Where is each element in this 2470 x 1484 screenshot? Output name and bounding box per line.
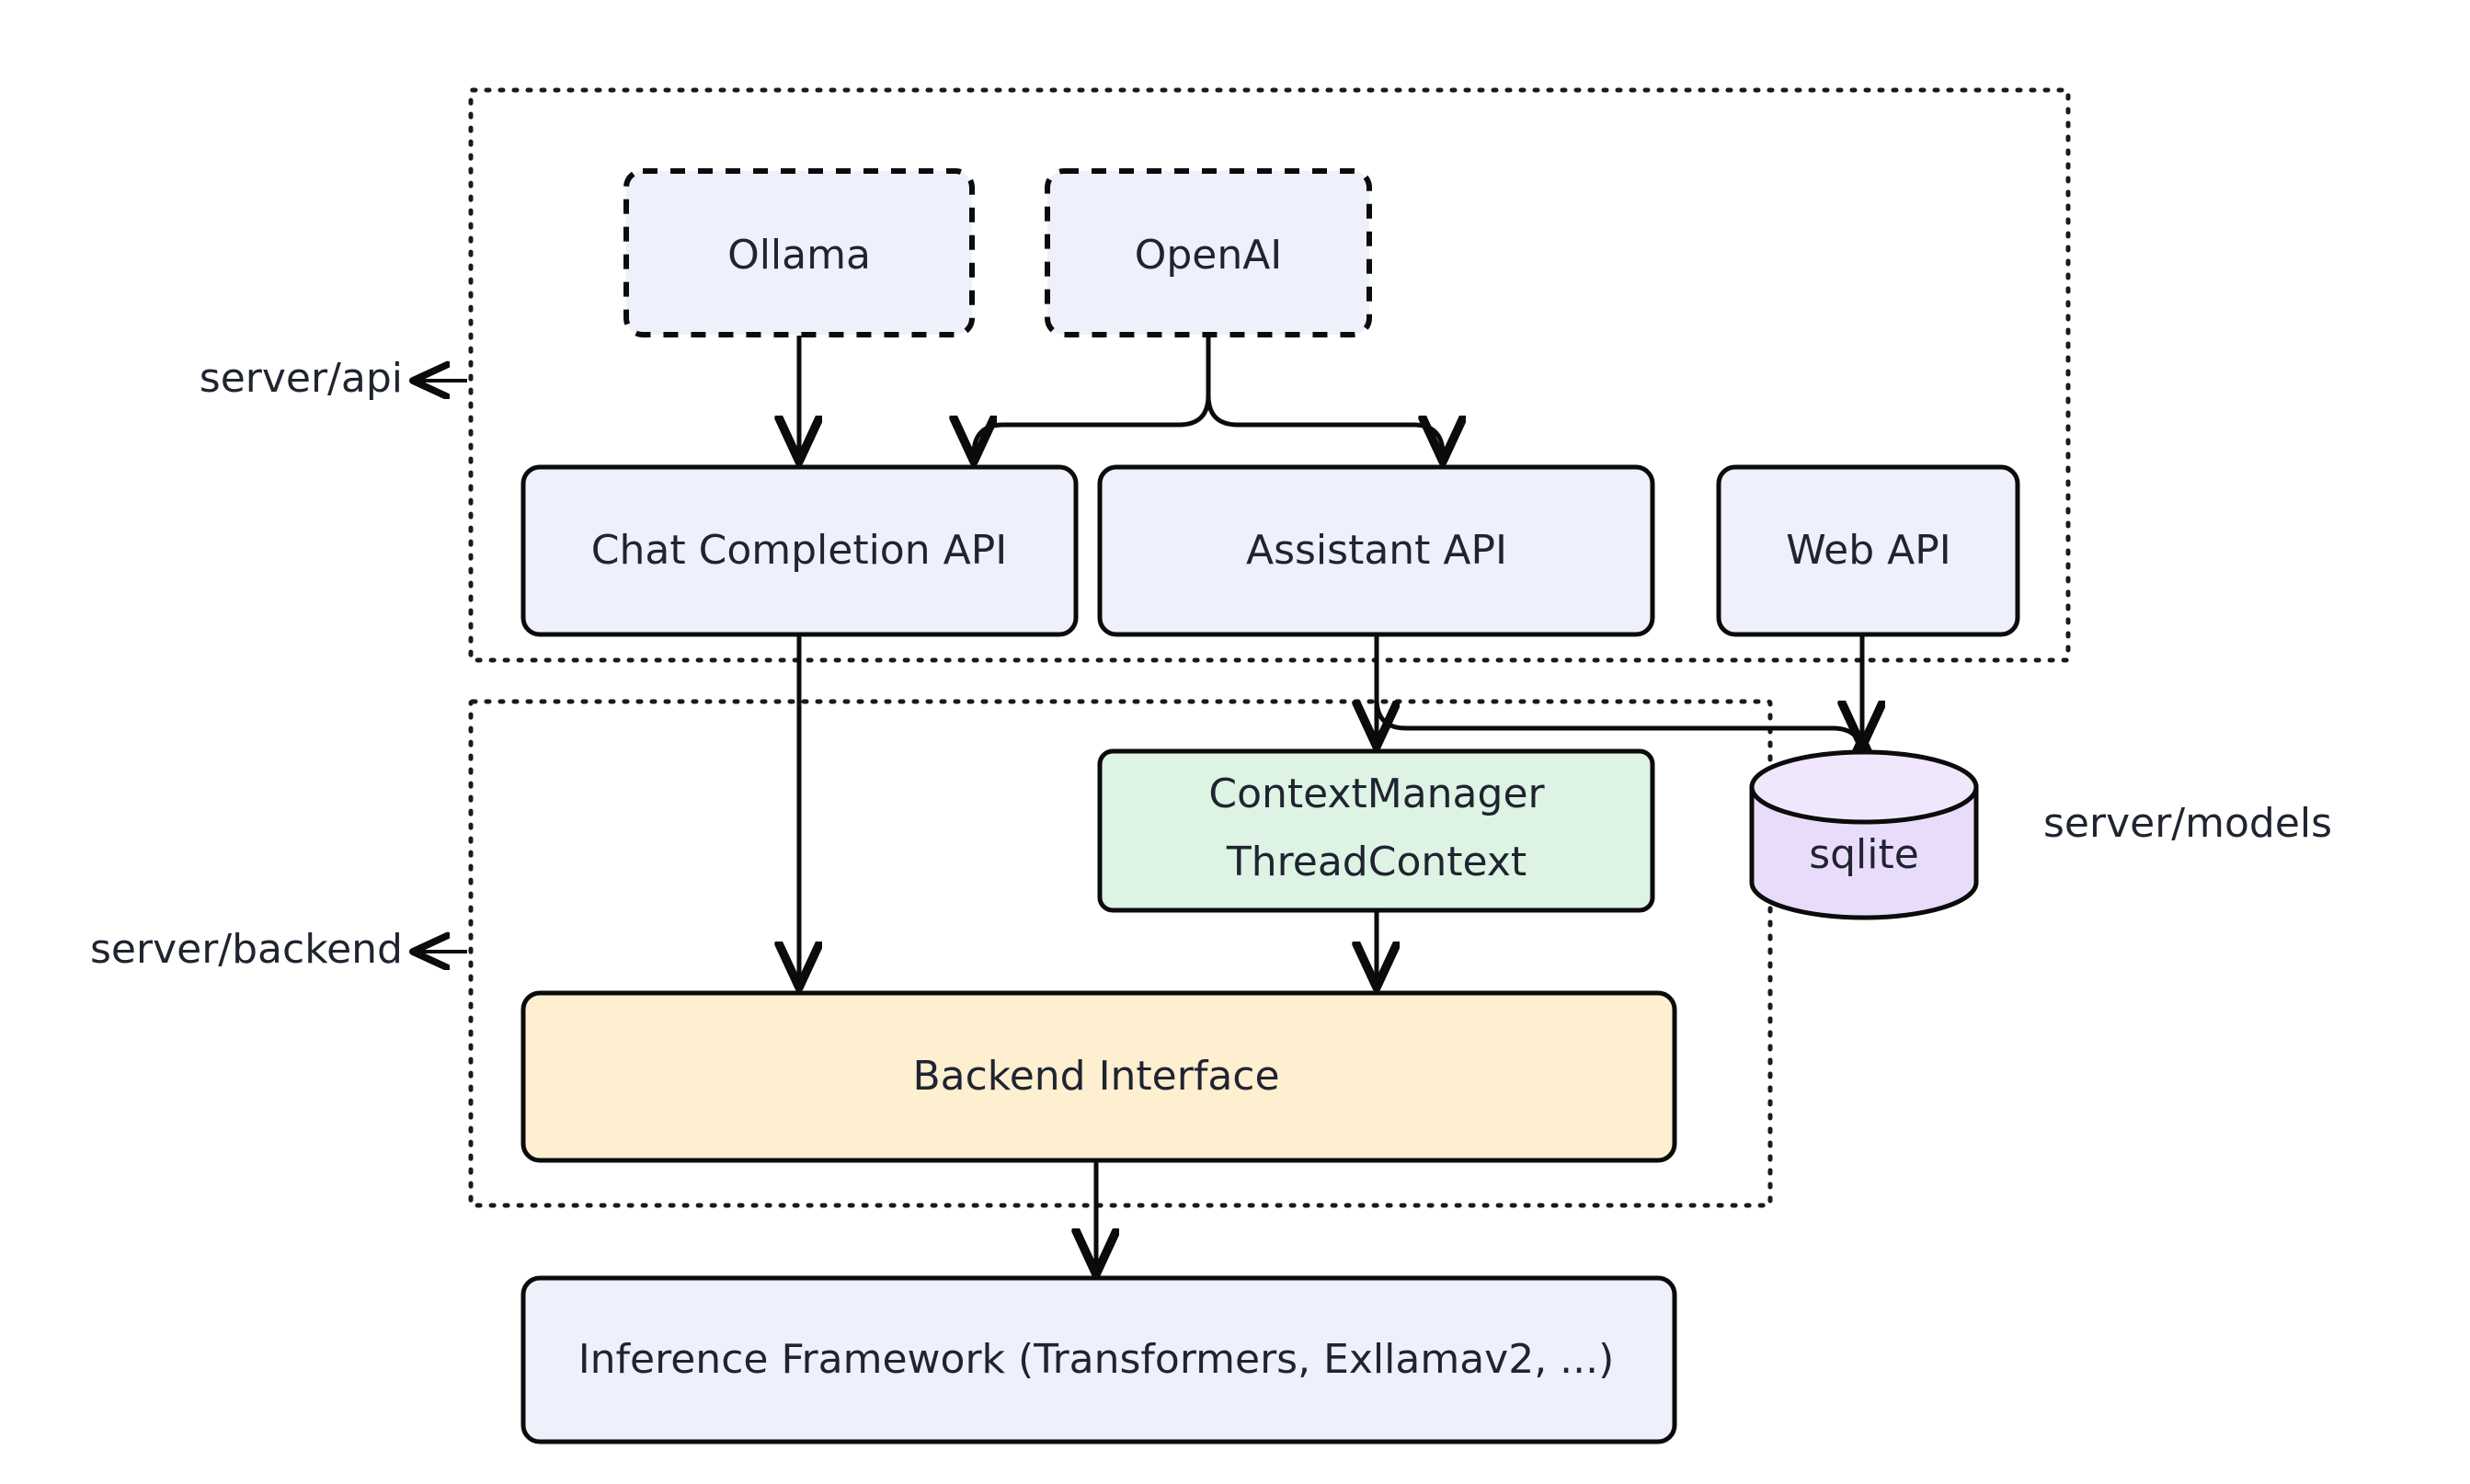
edge-openai-to-assistant-api bbox=[1206, 336, 1443, 458]
node-sqlite-label: sqlite bbox=[1809, 831, 1919, 878]
node-assistant-api-label: Assistant API bbox=[1246, 527, 1507, 574]
label-server-models: server/models bbox=[2043, 800, 2332, 847]
node-openai[interactable]: OpenAI bbox=[1045, 168, 1372, 337]
node-openai-label: OpenAI bbox=[1135, 232, 1283, 279]
node-sqlite[interactable]: sqlite bbox=[1749, 749, 1979, 920]
node-context-manager-label-line1: ContextManager bbox=[1208, 771, 1545, 817]
node-assistant-api[interactable]: Assistant API bbox=[1097, 464, 1655, 637]
cluster-label-server-api: server/api bbox=[200, 355, 403, 402]
edge-openai-to-chat-completion-api bbox=[974, 336, 1211, 458]
node-backend-interface-label: Backend Interface bbox=[912, 1053, 1279, 1100]
node-ollama[interactable]: Ollama bbox=[623, 168, 975, 337]
node-web-api-label: Web API bbox=[1786, 527, 1951, 574]
cluster-label-server-backend: server/backend bbox=[90, 926, 403, 973]
node-chat-completion-api-label: Chat Completion API bbox=[591, 527, 1007, 574]
node-inference-framework[interactable]: Inference Framework (Transformers, Exlla… bbox=[520, 1275, 1677, 1444]
edge-assistant-api-to-sqlite bbox=[1374, 634, 1862, 758]
node-backend-interface[interactable]: Backend Interface bbox=[520, 990, 1677, 1163]
node-ollama-label: Ollama bbox=[727, 232, 871, 279]
node-web-api[interactable]: Web API bbox=[1716, 464, 2020, 637]
node-inference-framework-label: Inference Framework (Transformers, Exlla… bbox=[578, 1336, 1615, 1383]
cluster-server-backend bbox=[468, 699, 1773, 1208]
node-context-manager-label-line2: ThreadContext bbox=[1226, 839, 1527, 885]
cluster-server-api bbox=[468, 87, 2071, 663]
node-chat-completion-api[interactable]: Chat Completion API bbox=[520, 464, 1079, 637]
node-context-manager[interactable]: ContextManager ThreadContext bbox=[1097, 748, 1655, 913]
